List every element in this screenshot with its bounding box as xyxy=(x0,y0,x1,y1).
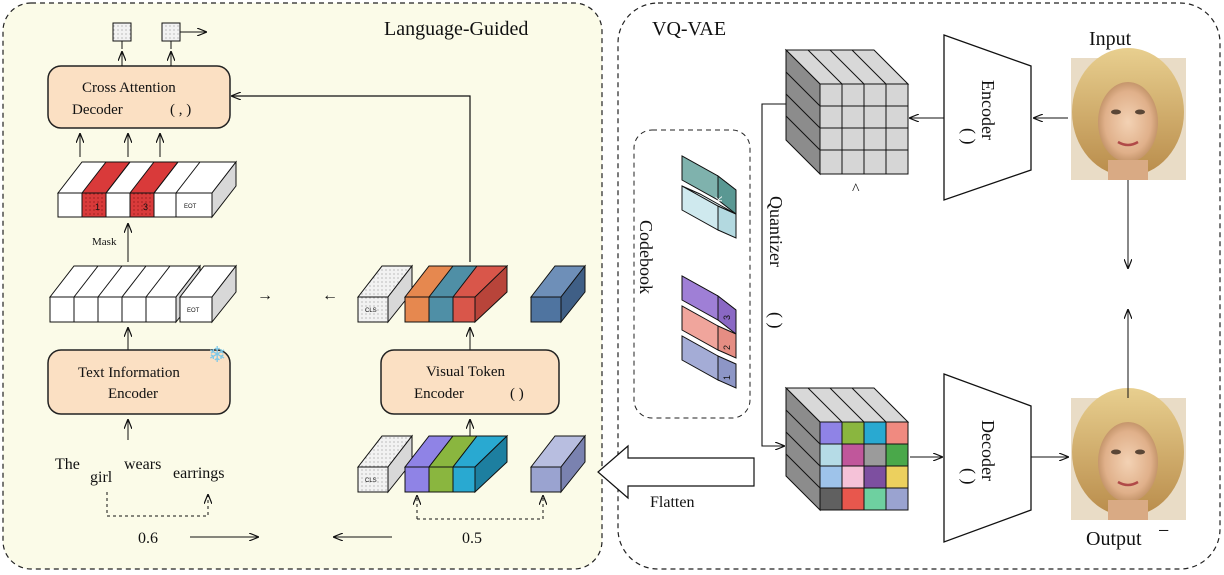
word-the: The xyxy=(55,456,80,473)
visual-token-sequence-upper: CLS xyxy=(356,264,587,324)
text-encoder-label-2: Encoder xyxy=(108,386,158,402)
visual-mask-ratio: 0.5 xyxy=(462,530,482,547)
vqvae-title: VQ-VAE xyxy=(652,18,726,40)
eot-label-bottom: EOT xyxy=(187,308,200,314)
decoder-label: Decoder xyxy=(978,420,998,481)
eot-label-top: EOT xyxy=(184,204,197,210)
text-token-sequence: EOT xyxy=(48,264,238,324)
codebook-entries: K 3 2 1 xyxy=(681,155,737,389)
visual-token-sequence-lower: CLS xyxy=(356,434,587,494)
word-girl: girl xyxy=(90,469,113,486)
arrow-right-glyph: → xyxy=(257,287,273,304)
cls-label-lower: CLS xyxy=(365,478,377,484)
input-label: Input xyxy=(1089,28,1132,50)
output-token-1 xyxy=(112,22,132,42)
codebook-num-3: 3 xyxy=(722,315,732,320)
input-image xyxy=(1071,48,1186,180)
text-encoder-label-1: Text Information xyxy=(78,365,180,381)
visual-encoder-label-2: Encoder xyxy=(414,386,464,402)
word-wears: wears xyxy=(124,456,161,473)
flatten-arrow xyxy=(597,444,755,500)
text-information-encoder xyxy=(47,349,231,415)
codebook-k: K xyxy=(714,196,724,202)
visual-encoder-label-1: Visual Token xyxy=(426,364,506,380)
mask-token-num-3: 3 xyxy=(143,202,148,212)
snowflake-icon: ❄ xyxy=(208,343,226,368)
latent-cube-encoder xyxy=(784,48,910,176)
text-mask-ratio: 0.6 xyxy=(138,530,158,547)
visual-to-decoder-arrow xyxy=(232,96,471,262)
codebook-num-2: 2 xyxy=(722,345,732,350)
codebook-num-1: 1 xyxy=(722,375,732,380)
cross-attention-label-2: Decoder xyxy=(72,102,123,118)
hat-mark: ^ xyxy=(852,181,860,198)
mask-token-num-1: 1 xyxy=(95,202,100,212)
output-mark: − xyxy=(1158,520,1169,542)
vqvae-panel xyxy=(617,2,1221,570)
masked-token-sequence: 1 3 EOT xyxy=(56,160,238,219)
encoder-label: Encoder xyxy=(978,80,998,140)
quantizer-label: Quantizer xyxy=(766,196,786,267)
language-guided-title: Language-Guided xyxy=(384,18,528,40)
arrow-left-glyph-mid: ← xyxy=(322,287,338,304)
output-token-2 xyxy=(161,22,181,42)
cls-label-upper: CLS xyxy=(365,308,377,314)
codebook-label: Codebook xyxy=(636,220,656,294)
mask-label: Mask xyxy=(92,236,117,248)
decoder-args: ( ) xyxy=(958,468,979,485)
flatten-label: Flatten xyxy=(650,494,694,511)
visual-token-encoder xyxy=(380,349,560,415)
language-guided-panel xyxy=(2,2,603,570)
encoder-args: ( ) xyxy=(958,128,979,145)
cross-attention-label-1: Cross Attention xyxy=(82,80,176,96)
quantizer-args: ( ) xyxy=(765,312,786,329)
output-label: Output xyxy=(1086,528,1142,550)
encoder-block xyxy=(943,34,1032,201)
cross-attention-decoder xyxy=(47,65,231,129)
visual-encoder-args: ( ) xyxy=(510,386,524,402)
cross-attention-args: ( , ) xyxy=(170,102,191,118)
latent-cube-quantized xyxy=(784,386,910,512)
word-earrings: earrings xyxy=(173,465,225,482)
output-image xyxy=(1071,388,1186,520)
decoder-block xyxy=(943,373,1032,543)
